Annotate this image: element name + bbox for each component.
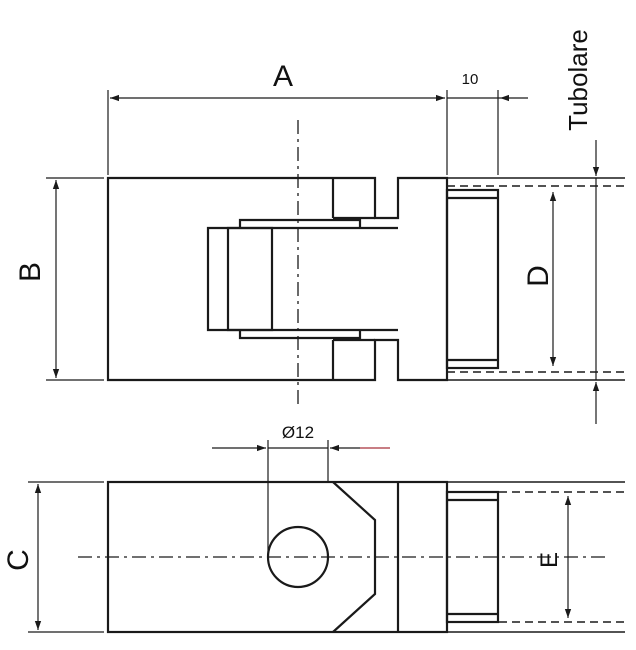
- label-b: B: [14, 262, 47, 282]
- top-view: [106, 176, 500, 382]
- label-a: A: [273, 60, 293, 93]
- inner-slot: [206, 226, 398, 332]
- label-d: D: [522, 265, 555, 287]
- tube-socket: [445, 188, 500, 370]
- fork-body-outline: [106, 176, 449, 382]
- side-tube-socket: [445, 490, 500, 624]
- label-tubolare: Tubolare: [563, 29, 593, 131]
- tube-lines-top: [447, 177, 625, 381]
- inner-slot-inner: [238, 218, 362, 340]
- inner-block: [226, 226, 274, 332]
- label-diameter: Ø12: [282, 423, 314, 442]
- dimension-lines: [28, 90, 600, 633]
- tube-lines-bottom: [447, 481, 625, 633]
- label-c: C: [2, 549, 35, 571]
- label-10: 10: [462, 71, 479, 88]
- label-e: E: [536, 552, 563, 568]
